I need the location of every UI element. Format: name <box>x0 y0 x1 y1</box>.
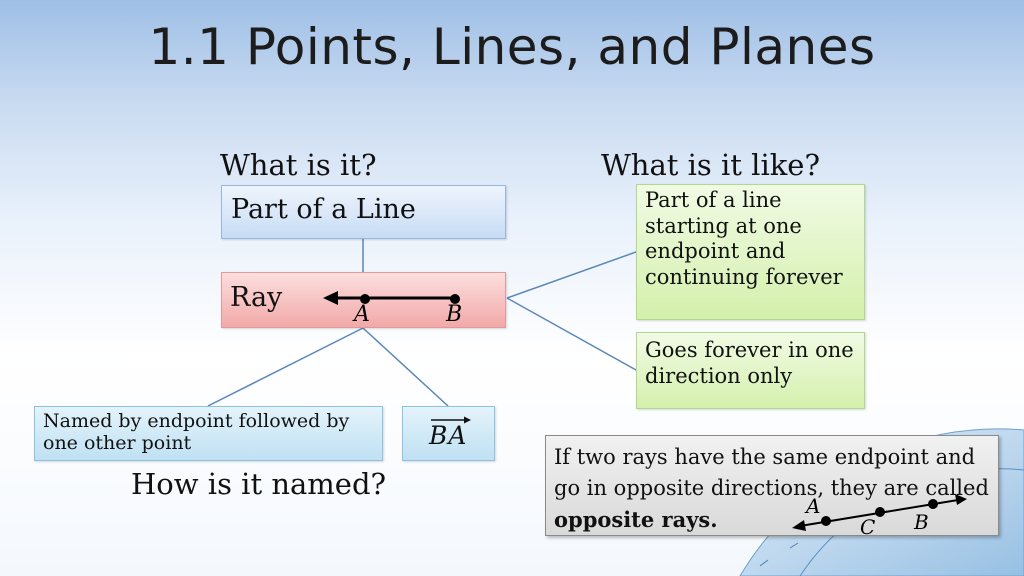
page-title: 1.1 Points, Lines, and Planes <box>148 18 876 76</box>
header-what-is-it-like: What is it like? <box>601 148 821 182</box>
arrowhead-left <box>792 520 806 531</box>
naming-example-text: BA <box>429 421 468 450</box>
note-text: If two rays have the same endpoint and g… <box>554 445 989 500</box>
naming-rule-text: Named by endpoint followed by one other … <box>43 410 350 454</box>
opposite-label-c: C <box>860 515 876 539</box>
point-b <box>928 499 938 509</box>
ray-label-a: A <box>354 302 370 327</box>
property-1-text: Part of a line starting at one endpoint … <box>645 188 843 289</box>
definition-text: Part of a Line <box>231 194 416 225</box>
ray-label-b: B <box>446 302 463 327</box>
opposite-label-a: A <box>806 494 821 518</box>
ray-point-b <box>450 294 460 304</box>
opposite-label-b: B <box>914 510 929 534</box>
naming-rule-box: Named by endpoint followed by one other … <box>34 406 383 461</box>
property-2-box: Goes forever in one direction only <box>636 332 865 409</box>
point-a <box>821 516 831 526</box>
connector-term-property-1 <box>506 251 637 299</box>
connector-term-property-2 <box>506 297 637 371</box>
definition-box: Part of a Line <box>221 185 506 239</box>
naming-example-box: BA <box>402 406 495 461</box>
property-1-box: Part of a line starting at one endpoint … <box>636 184 865 320</box>
note-emphasis: opposite rays. <box>554 507 718 532</box>
ray-point-a <box>360 294 370 304</box>
term-box: Ray <box>221 272 506 328</box>
term-text: Ray <box>230 282 283 313</box>
arrowhead-right <box>955 494 967 505</box>
property-2-text: Goes forever in one direction only <box>645 338 854 388</box>
ray-arrowhead <box>323 291 338 305</box>
header-how-named: How is it named? <box>131 467 387 501</box>
overline-arrow <box>431 416 471 424</box>
point-c <box>875 507 885 517</box>
opposite-rays-note: If two rays have the same endpoint and g… <box>545 435 999 536</box>
connector-term-naming-rule <box>207 327 364 407</box>
connector-term-naming-example <box>362 327 449 407</box>
header-what-is-it: What is it? <box>220 148 377 182</box>
